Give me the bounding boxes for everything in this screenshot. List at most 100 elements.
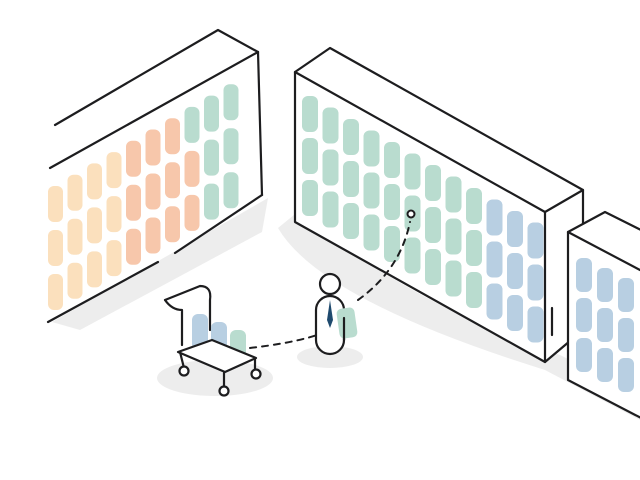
cart-leg-1	[178, 350, 186, 370]
center-shelf-book	[445, 218, 462, 255]
center-shelf-book	[507, 211, 523, 247]
center-shelf-book	[527, 306, 544, 343]
left-shelf-front-top	[48, 50, 260, 170]
center-shelf-book	[343, 161, 359, 197]
left-shelf-book	[67, 218, 83, 255]
left-shelf-book	[223, 172, 239, 209]
right-shelf-books	[576, 258, 634, 392]
left-shelf-book	[67, 262, 83, 299]
center-shelf-book	[302, 138, 318, 174]
person-shadow	[297, 346, 363, 368]
center-shelf	[293, 46, 585, 364]
cart-wheel-2	[218, 385, 230, 397]
center-shelf-book	[363, 130, 380, 167]
center-shelf-book	[486, 283, 503, 320]
center-shelf-top-right-edge	[543, 188, 585, 214]
center-shelf-book	[486, 241, 503, 278]
right-shelf	[566, 210, 640, 419]
center-shelf-book	[384, 226, 400, 262]
left-shelf-book	[106, 196, 122, 233]
left-shelf-book	[48, 274, 63, 310]
left-shelf-book	[106, 152, 122, 189]
dashed-route-path	[249, 321, 346, 349]
left-shelf-book	[145, 173, 161, 210]
center-shelf-book	[466, 272, 482, 308]
right-shelf-book	[597, 308, 613, 342]
center-shelf-book	[322, 107, 339, 144]
cart-handle-curl	[163, 298, 184, 347]
person-tie	[327, 300, 333, 328]
center-shelf-book	[302, 96, 318, 132]
left-shelf-book	[145, 129, 161, 166]
left-shelf-book	[48, 230, 63, 266]
left-shelf-shadow	[52, 198, 268, 330]
left-shelf-book	[204, 139, 219, 176]
center-shelf-book	[507, 295, 523, 331]
center-shelf-book	[363, 214, 380, 251]
right-shelf-book	[576, 298, 592, 332]
center-shelf-books	[302, 96, 544, 343]
center-shelf-book	[384, 184, 400, 220]
left-shelf-front-right	[256, 50, 264, 197]
center-shelf-book	[363, 172, 380, 209]
left-shelf	[46, 28, 264, 324]
left-shelf-front-bottom-2	[173, 193, 264, 255]
center-shelf-book	[527, 222, 544, 259]
left-shelf-book	[184, 150, 200, 187]
right-shelf-book	[618, 278, 634, 312]
left-shelf-book	[204, 183, 219, 220]
left-shelf-book	[126, 184, 141, 221]
center-shelf-book	[302, 180, 318, 216]
center-shelf-book	[445, 260, 462, 297]
center-shelf-book	[527, 264, 544, 301]
left-shelf-book	[204, 95, 219, 132]
right-shelf-book	[597, 268, 613, 302]
center-shelf-book	[507, 253, 523, 289]
center-shelf-book	[425, 249, 441, 285]
center-shelf-book	[425, 165, 441, 201]
person-held-book	[336, 307, 358, 339]
center-shelf-book	[445, 176, 462, 213]
center-shelf-book	[404, 153, 421, 190]
dashed-route-path-2	[357, 221, 411, 301]
center-shelf-book	[486, 199, 503, 236]
center-shelf-book	[343, 203, 359, 239]
center-shelf-book	[322, 191, 339, 228]
route-endpoint-marker	[406, 209, 416, 219]
left-shelf-books	[48, 84, 239, 310]
book-cart	[163, 284, 262, 397]
left-shelf-book	[106, 240, 122, 277]
right-shelf-book	[576, 258, 592, 292]
cart-wheel-3	[250, 368, 262, 380]
right-shelf-book	[618, 358, 634, 392]
center-shelf-book	[384, 142, 400, 178]
cart-wheel-1	[178, 365, 190, 377]
left-shelf-book	[165, 162, 180, 199]
left-shelf-book	[223, 128, 239, 165]
left-shelf-book	[165, 206, 180, 243]
left-shelf-book	[126, 228, 141, 265]
left-shelf-book	[145, 217, 161, 254]
center-shelf-book	[425, 207, 441, 243]
librarian-figure	[314, 272, 358, 356]
center-shelf-book	[322, 149, 339, 186]
right-shelf-book	[618, 318, 634, 352]
left-shelf-book	[87, 163, 102, 200]
right-shelf-book	[576, 338, 592, 372]
right-shelf-book	[597, 348, 613, 382]
center-shelf-top-front-edge	[293, 70, 547, 214]
left-shelf-book	[67, 174, 83, 211]
center-shelf-book	[343, 119, 359, 155]
left-shelf-book	[184, 194, 200, 231]
right-shelf-top-edge	[566, 230, 640, 272]
center-shelf-book	[466, 230, 482, 266]
left-shelf-book	[48, 186, 63, 222]
center-shelf-book	[404, 237, 421, 274]
left-shelf-book	[87, 207, 102, 244]
left-shelf-book	[126, 140, 141, 177]
left-shelf-book	[165, 118, 180, 155]
left-shelf-top-edge	[53, 28, 260, 127]
left-shelf-book	[223, 84, 239, 121]
person-head	[318, 272, 342, 296]
